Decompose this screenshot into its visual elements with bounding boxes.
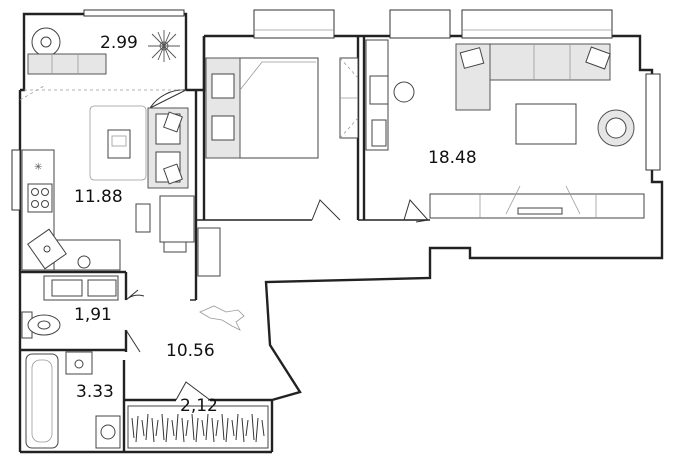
cat-icon xyxy=(199,305,245,331)
bedroom-furniture xyxy=(197,57,359,277)
windows xyxy=(11,9,661,211)
bathroom-fixtures xyxy=(25,351,121,449)
hallway-details xyxy=(199,305,245,331)
living-room-area-label: 18.48 xyxy=(428,148,477,168)
bathroom-area-label: 3.33 xyxy=(76,382,114,402)
toilet-area-label: 1,91 xyxy=(74,305,112,325)
living-room-furniture xyxy=(365,39,645,219)
svg-text:✳: ✳ xyxy=(34,162,42,173)
kitchen-furniture: ✳ xyxy=(19,85,195,271)
wardrobe-rack xyxy=(127,405,269,449)
hangers xyxy=(131,413,265,443)
balcony-furniture xyxy=(24,27,186,91)
hallway-area-label: 10.56 xyxy=(166,341,215,361)
plant-icon xyxy=(148,30,180,62)
toilet-fixtures xyxy=(21,275,119,339)
balcony-area-label: 2.99 xyxy=(100,33,138,53)
wardrobe-area-label: 2,12 xyxy=(180,396,218,416)
kitchen-area-label: 11.88 xyxy=(74,187,123,207)
